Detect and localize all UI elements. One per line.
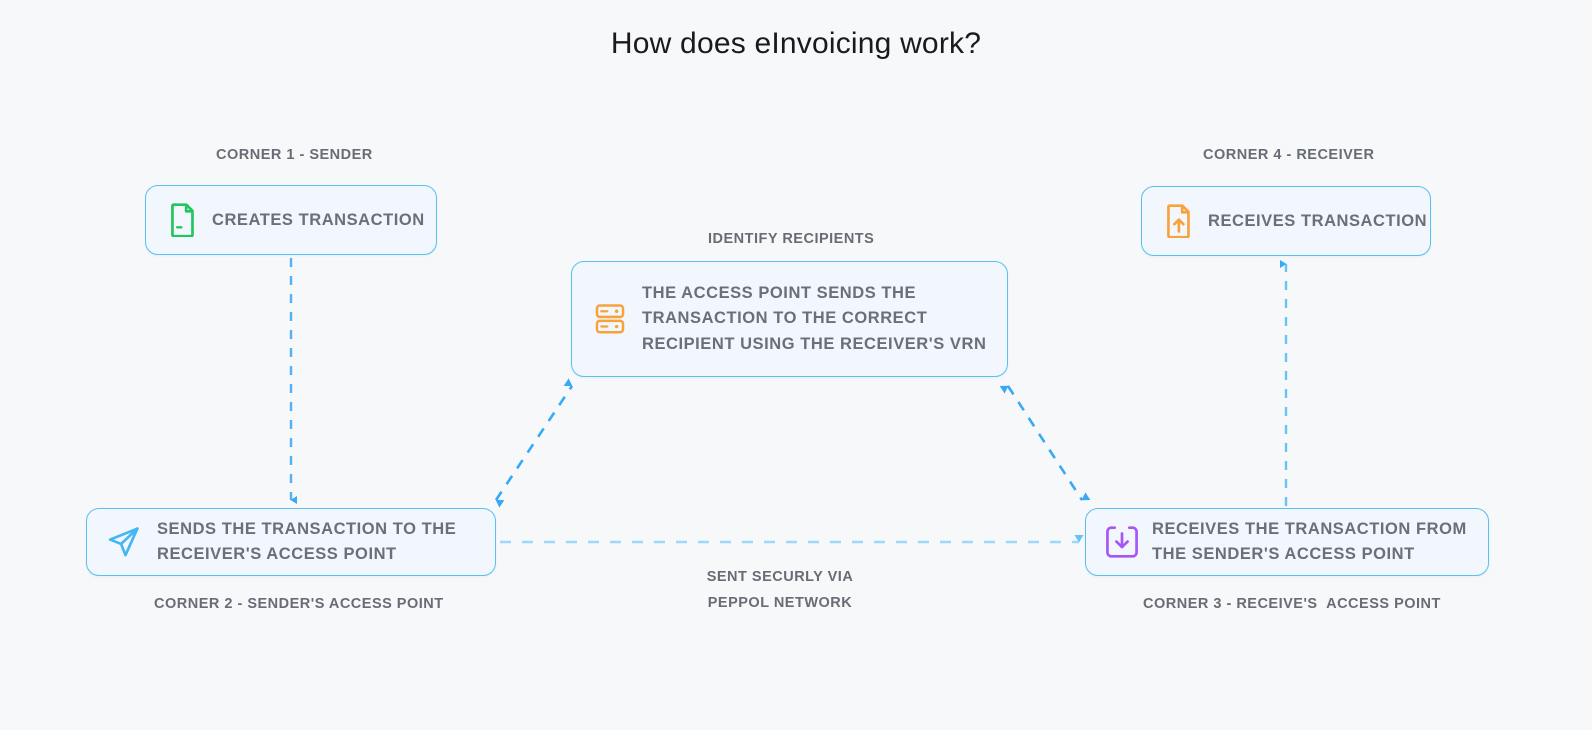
node-corner1-sender[interactable]: CREATES TRANSACTION (145, 185, 437, 255)
node-corner4-label: RECEIVES TRANSACTION (1208, 212, 1428, 230)
caption-corner2: CORNER 2 - SENDER'S ACCESS POINT (154, 596, 444, 612)
node-access-point[interactable]: THE ACCESS POINT SENDS THE TRANSACTION T… (571, 261, 1008, 377)
caption-center: IDENTIFY RECIPIENTS (708, 231, 875, 247)
document-icon (166, 203, 200, 237)
node-corner3-receiver-access-point[interactable]: RECEIVES THE TRANSACTION FROM THE SENDER… (1085, 508, 1489, 576)
page-title: How does eInvoicing work? (610, 27, 982, 60)
connector-center-to-corner3 (999, 385, 1091, 501)
node-corner4-receiver[interactable]: RECEIVES TRANSACTION (1141, 186, 1431, 256)
caption-corner1: CORNER 1 - SENDER (216, 147, 373, 163)
server-icon (592, 303, 628, 335)
caption-corner3: CORNER 3 - RECEIVE'S ACCESS POINT (1143, 596, 1441, 612)
download-icon (1102, 525, 1142, 559)
send-icon (105, 525, 143, 559)
node-corner1-label: CREATES TRANSACTION (212, 211, 425, 229)
connector-corner2-to-center (494, 378, 574, 508)
document-upload-icon (1162, 204, 1196, 238)
node-corner2-label: SENDS THE TRANSACTION TO THE RECEIVER'S … (157, 520, 457, 563)
node-access-point-label: THE ACCESS POINT SENDS THE TRANSACTION T… (642, 283, 987, 353)
caption-corner4: CORNER 4 - RECEIVER (1203, 147, 1375, 163)
node-corner3-label: RECEIVES THE TRANSACTION FROM THE SENDER… (1152, 520, 1467, 563)
caption-peppol-network: SENT SECURLY VIA PEPPOL NETWORK (706, 569, 854, 611)
node-corner2-sender-access-point[interactable]: SENDS THE TRANSACTION TO THE RECEIVER'S … (86, 508, 496, 576)
